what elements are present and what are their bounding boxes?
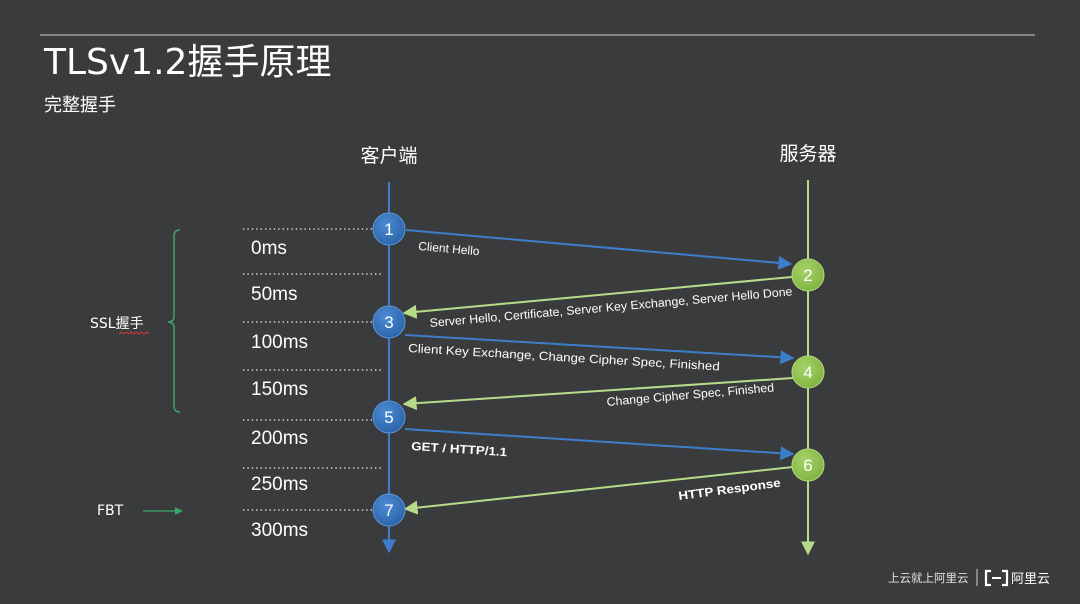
footer-slogan: 上云就上阿里云 xyxy=(888,571,969,585)
time-label: 100ms xyxy=(251,332,308,353)
time-label: 300ms xyxy=(251,520,308,541)
step-node-server: 2 xyxy=(791,258,825,292)
page-subtitle: 完整握手 xyxy=(44,95,116,116)
step-node-client: 5 xyxy=(372,400,406,434)
step-node-client: 1 xyxy=(372,212,406,246)
message-label: Client Key Exchange, Change Cipher Spec,… xyxy=(408,341,720,373)
message-arrow-http-response xyxy=(403,466,794,515)
message-label: Server Hello, Certificate, Server Key Ex… xyxy=(429,284,793,330)
message-arrow-http-get xyxy=(404,428,795,461)
message-arrow-server-finished xyxy=(402,377,794,411)
spellcheck-squiggle xyxy=(118,331,150,335)
time-label: 50ms xyxy=(251,284,297,305)
message-label: HTTP Response xyxy=(678,476,782,503)
step-node-client: 7 xyxy=(372,493,406,527)
step-circle xyxy=(791,448,825,482)
step-number: 1 xyxy=(384,220,393,239)
client-lane-label: 客户端 xyxy=(360,145,417,167)
step-circle xyxy=(372,212,406,246)
aliyun-logo-icon xyxy=(984,569,1009,587)
step-circle xyxy=(372,493,406,527)
step-number: 2 xyxy=(803,266,812,285)
step-node-server: 4 xyxy=(791,355,825,389)
time-label: 250ms xyxy=(251,474,308,495)
fbt-label: FBT xyxy=(97,503,124,519)
footer-brand: 阿里云 xyxy=(1011,572,1050,587)
ssl-handshake-label: SSL握手 xyxy=(90,316,144,332)
step-node-server: 6 xyxy=(791,448,825,482)
step-circle xyxy=(372,305,406,339)
ssl-handshake-bracket xyxy=(167,229,181,413)
message-arrow-server-hello xyxy=(402,276,793,319)
message-arrow-client-key-exchange xyxy=(404,334,795,365)
step-number: 7 xyxy=(384,501,393,520)
step-node-client: 3 xyxy=(372,305,406,339)
step-number: 3 xyxy=(384,313,393,332)
message-label: GET / HTTP/1.1 xyxy=(411,439,508,459)
message-arrow-client-hello xyxy=(405,229,793,270)
step-number: 5 xyxy=(384,408,393,427)
step-circle xyxy=(372,400,406,434)
step-circle xyxy=(791,258,825,292)
time-label: 150ms xyxy=(251,379,308,400)
time-label: 200ms xyxy=(251,428,308,449)
step-number: 6 xyxy=(803,456,812,475)
message-label: Client Hello xyxy=(418,239,481,258)
step-number: 4 xyxy=(803,363,812,382)
step-circle xyxy=(791,355,825,389)
time-label: 0ms xyxy=(251,238,287,259)
server-lane-label: 服务器 xyxy=(779,143,836,165)
page-title: TLSv1.2握手原理 xyxy=(43,42,331,83)
